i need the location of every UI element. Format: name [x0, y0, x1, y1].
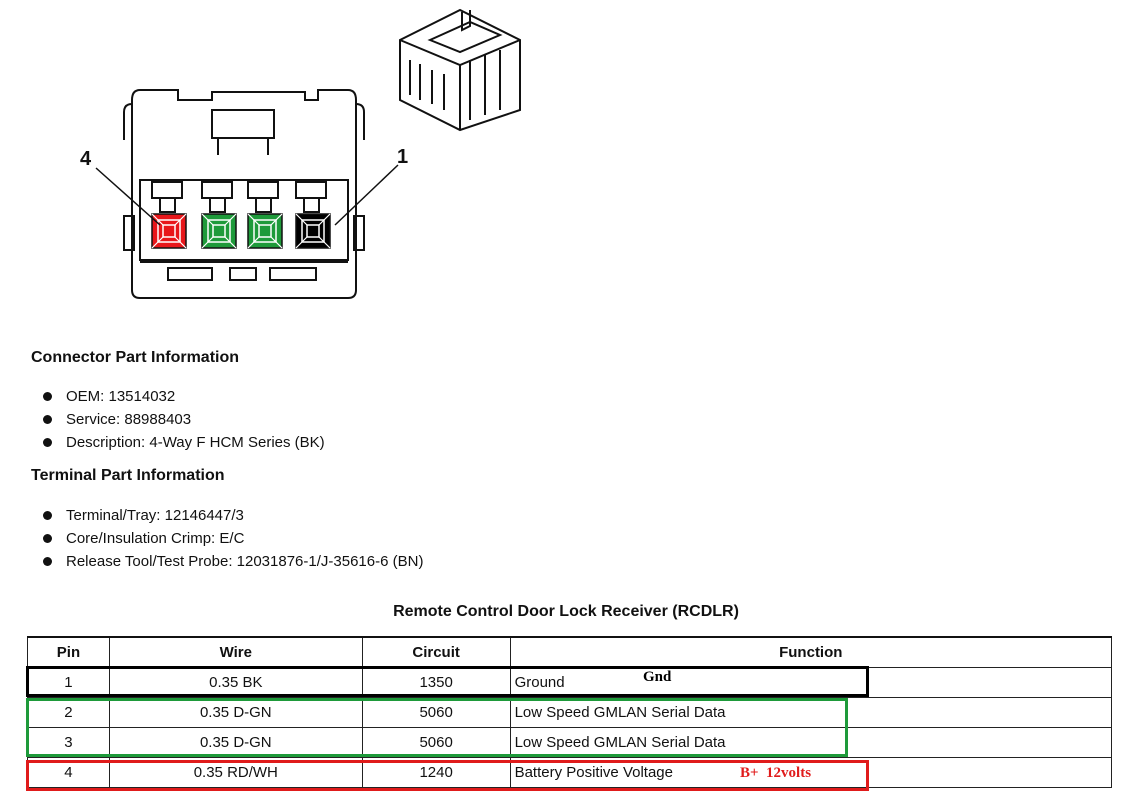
connector-diagram: 4 1	[80, 8, 521, 299]
bullet-icon	[43, 392, 52, 401]
table-row: 2 0.35 D-GN 5060 Low Speed GMLAN Serial …	[27, 697, 1113, 728]
pinout-table: Pin Wire Circuit Function 1 0.35 BK 1350…	[27, 636, 1113, 788]
table-header-row: Pin Wire Circuit Function	[27, 636, 1113, 668]
cell-function: Low Speed GMLAN Serial Data	[509, 697, 1113, 728]
bullet-icon	[43, 511, 52, 520]
battery-row-highlight	[26, 760, 869, 791]
connector-info-list: OEM: 13514032 Service: 88988403 Descript…	[42, 385, 325, 454]
list-item: OEM: 13514032	[42, 385, 325, 408]
connector-face-view	[123, 89, 365, 299]
column-header-wire: Wire	[108, 636, 363, 668]
pin-cavity-2	[247, 213, 283, 249]
list-item: Release Tool/Test Probe: 12031876-1/J-35…	[42, 550, 423, 573]
bullet-icon	[43, 415, 52, 424]
pin-cavities	[151, 213, 331, 249]
terminal-info-list: Terminal/Tray: 12146447/3 Core/Insulatio…	[42, 504, 423, 573]
connector-info-heading: Connector Part Information	[31, 349, 240, 366]
bullet-icon	[43, 438, 52, 447]
column-header-pin: Pin	[27, 636, 110, 668]
cell-wire: 0.35 D-GN	[108, 727, 363, 758]
ground-row-highlight	[26, 666, 869, 697]
bullet-icon	[43, 534, 52, 543]
cell-circuit: 5060	[361, 697, 511, 728]
list-item: Description: 4-Way F HCM Series (BK)	[42, 431, 325, 454]
connector-isometric-view	[399, 8, 521, 132]
column-header-function: Function	[509, 636, 1113, 668]
bplus-annotation: B+ 12volts	[740, 765, 812, 781]
pin-cavity-4	[151, 213, 187, 249]
cell-circuit: 1350	[361, 667, 511, 698]
terminal-info-heading: Terminal Part Information	[31, 467, 225, 484]
list-item: Terminal/Tray: 12146447/3	[42, 504, 423, 527]
gnd-annotation: Gnd	[643, 669, 672, 685]
cell-function: Low Speed GMLAN Serial Data	[509, 727, 1113, 758]
cell-pin: 1	[27, 667, 110, 698]
bullet-icon	[43, 557, 52, 566]
pin-cavity-1	[295, 213, 331, 249]
pin-cavity-3	[201, 213, 237, 249]
gmlan-rows-highlight	[26, 698, 848, 757]
pin-label-1: 1	[397, 146, 408, 168]
column-header-circuit: Circuit	[361, 636, 511, 668]
list-item: Core/Insulation Crimp: E/C	[42, 527, 423, 550]
list-item: Service: 88988403	[42, 408, 325, 431]
cell-pin: 2	[27, 697, 110, 728]
cell-wire: 0.35 D-GN	[108, 697, 363, 728]
pin-label-4: 4	[80, 148, 92, 170]
cell-circuit: 5060	[361, 727, 511, 758]
table-title: Remote Control Door Lock Receiver (RCDLR…	[393, 603, 739, 620]
